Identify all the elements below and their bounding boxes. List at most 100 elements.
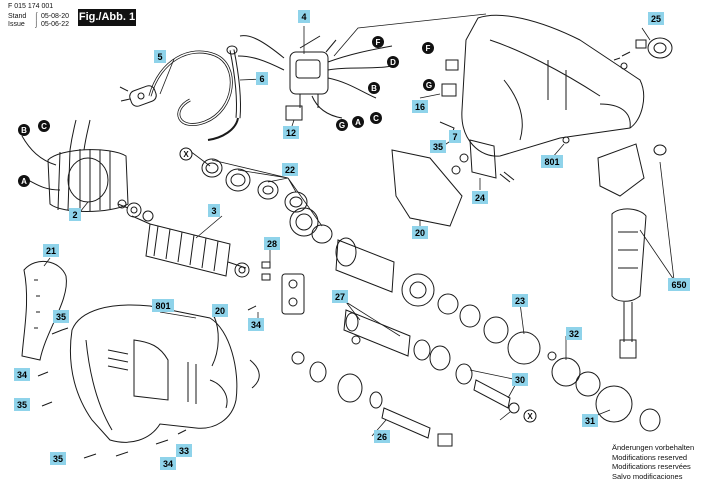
disclaimer-de: Änderungen vorbehalten: [612, 443, 695, 452]
callout-30: 30: [512, 373, 528, 386]
disclaimer-fr: Modifications reservées: [612, 462, 691, 471]
rear-housing: [461, 14, 645, 157]
stand-label: Stand: [8, 13, 27, 20]
svg-text:C: C: [373, 114, 379, 123]
brush-holder: [261, 261, 305, 315]
svg-text:25: 25: [651, 14, 661, 24]
callout-23: 23: [512, 294, 528, 307]
lock-part: [441, 83, 457, 97]
svg-text:24: 24: [475, 193, 485, 203]
svg-text:801: 801: [155, 301, 170, 311]
leader-lines: [43, 13, 675, 437]
callout-4: 4: [298, 10, 310, 23]
callout-35a: 35: [53, 310, 69, 323]
badge-b-mid: B: [368, 82, 380, 94]
callout-35d: 35: [430, 140, 446, 153]
callout-801a: 801: [152, 299, 174, 312]
callout-34a: 34: [248, 318, 264, 331]
stand-date: 05-08-20: [41, 13, 70, 20]
clip-left: [211, 315, 219, 367]
callout-34c: 34: [160, 457, 176, 470]
svg-text:34: 34: [251, 320, 261, 330]
callout-32: 32: [566, 327, 582, 340]
switch: [237, 35, 393, 121]
svg-text:30: 30: [515, 375, 525, 385]
badge-g-mid: G: [336, 119, 348, 131]
svg-text:7: 7: [452, 132, 457, 142]
svg-text:34: 34: [163, 459, 173, 469]
svg-text:31: 31: [585, 416, 595, 426]
housing: [69, 304, 238, 443]
svg-text:G: G: [339, 121, 345, 130]
gear-train: [335, 237, 661, 432]
gasket: [391, 149, 463, 227]
svg-text:B: B: [371, 84, 377, 93]
callout-31: 31: [582, 414, 598, 427]
svg-text:33: 33: [179, 446, 189, 456]
callout-20b: 20: [412, 226, 428, 239]
callout-5: 5: [154, 50, 166, 63]
badge-g-right: G: [423, 79, 435, 91]
svg-text:F: F: [376, 38, 381, 47]
callouts: 4 5 6 12 2 3 22 28 21 34 35 801 20 34 35…: [14, 10, 690, 470]
bearing-rings: [201, 158, 333, 244]
svg-text:27: 27: [335, 292, 345, 302]
issue-label: Issue: [8, 21, 25, 28]
clip-right: [249, 359, 260, 389]
callout-3: 3: [208, 204, 220, 217]
svg-text:X: X: [527, 412, 533, 421]
badge-x-right: X: [523, 409, 537, 423]
svg-text:4: 4: [301, 12, 306, 22]
svg-text:B: B: [21, 126, 27, 135]
badge-c-mid: C: [370, 112, 382, 124]
callout-6: 6: [256, 72, 268, 85]
svg-text:G: G: [426, 81, 432, 90]
svg-text:6: 6: [259, 74, 264, 84]
disclaimer-en: Modifications reserved: [612, 452, 688, 462]
svg-text:32: 32: [569, 329, 579, 339]
svg-text:D: D: [390, 58, 396, 67]
callout-22: 22: [282, 163, 298, 176]
svg-text:F: F: [426, 44, 431, 53]
badge-c-left: C: [38, 120, 50, 132]
issue-date: 05-06-22: [41, 21, 70, 28]
screw-801: [562, 136, 570, 144]
issue-bracket: ⌡: [34, 21, 39, 28]
callout-650: 650: [668, 278, 690, 291]
cord-protector: [207, 45, 242, 141]
field-coil: [21, 119, 129, 212]
svg-text:3: 3: [211, 206, 216, 216]
callout-26: 26: [374, 430, 390, 443]
callout-35b: 35: [14, 398, 30, 411]
badge-a-left: A: [18, 175, 30, 187]
svg-text:35: 35: [433, 142, 443, 152]
armature: [117, 199, 250, 278]
power-cord: [119, 50, 233, 126]
svg-text:35: 35: [53, 454, 63, 464]
badge-f-right: F: [422, 42, 434, 54]
stand-bracket: ⌠: [34, 13, 39, 20]
svg-text:22: 22: [285, 165, 295, 175]
svg-text:35: 35: [17, 400, 27, 410]
svg-text:16: 16: [415, 102, 425, 112]
svg-text:23: 23: [515, 296, 525, 306]
badge-b-left: B: [18, 124, 30, 136]
callout-21: 21: [43, 244, 59, 257]
callout-25: 25: [648, 12, 664, 25]
badge-x-left: X: [179, 147, 193, 161]
svg-text:20: 20: [415, 228, 425, 238]
callout-28: 28: [264, 237, 280, 250]
auxiliary-handle: [597, 143, 667, 359]
callout-33: 33: [176, 444, 192, 457]
bracket: [451, 139, 515, 183]
disclaimer-es: Salvo modificaciones: [612, 471, 683, 481]
svg-text:A: A: [355, 118, 361, 127]
svg-text:26: 26: [377, 432, 387, 442]
svg-text:A: A: [21, 177, 27, 186]
svg-text:28: 28: [267, 239, 277, 249]
svg-text:2: 2: [72, 210, 77, 220]
callout-20a: 20: [212, 304, 228, 317]
svg-text:650: 650: [671, 280, 686, 290]
svg-text:21: 21: [46, 246, 56, 256]
